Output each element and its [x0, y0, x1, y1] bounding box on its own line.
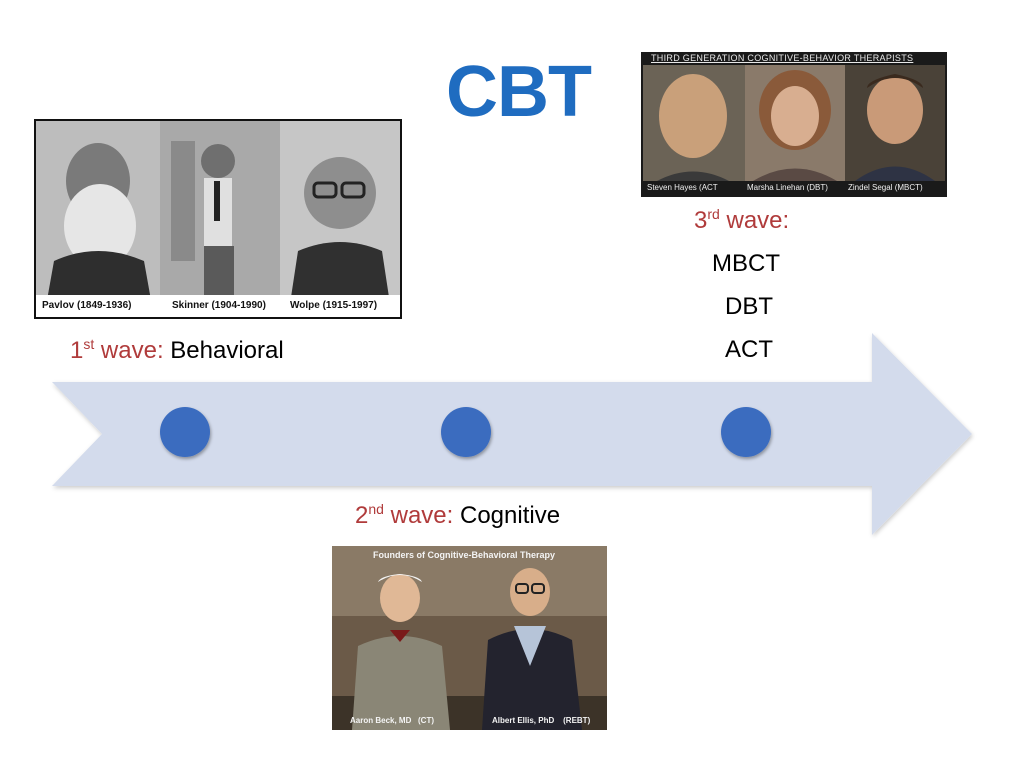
behavioral-pioneers-photo: Pavlov (1849-1936) Skinner (1904-1990) W… [34, 119, 402, 319]
timeline-dot-3 [721, 407, 771, 457]
second-wave-name: Cognitive [459, 502, 561, 529]
third-wave-word: wave: [726, 207, 790, 234]
therapy-act: ACT [725, 336, 773, 363]
cognitive-founders-photo: Founders of Cognitive-Behavioral Therapy… [332, 546, 607, 730]
third-generation-photo: THIRD GENERATION COGNITIVE-BEHAVIOR THER… [641, 52, 947, 197]
first-wave-label: 1st wave: Behavioral [70, 337, 284, 363]
third-wave-number: 3 [694, 207, 708, 234]
third-wave-label: 3rd wave: [694, 207, 789, 233]
ellis-caption: Albert Ellis, PhD (REBT) [492, 716, 591, 725]
second-wave-number: 2 [355, 502, 369, 529]
first-wave-word: wave: [100, 337, 164, 364]
therapy-mbct: MBCT [712, 250, 780, 277]
second-wave-word: wave: [390, 502, 454, 529]
first-wave-suffix: st [83, 336, 95, 352]
second-wave-suffix: nd [368, 501, 384, 517]
hayes-caption: Steven Hayes (ACT [647, 183, 718, 192]
first-wave-number: 1 [70, 337, 84, 364]
slide-title: CBT [446, 52, 592, 132]
linehan-caption: Marsha Linehan (DBT) [747, 183, 828, 192]
third-generation-header: THIRD GENERATION COGNITIVE-BEHAVIOR THER… [651, 53, 914, 63]
timeline-dot-2 [441, 407, 491, 457]
therapy-dbt: DBT [725, 293, 773, 320]
second-wave-label: 2nd wave: Cognitive [355, 502, 560, 528]
first-wave-name: Behavioral [170, 337, 284, 364]
beck-caption: Aaron Beck, MD (CT) [350, 716, 435, 725]
arrow-shape [52, 333, 972, 535]
cognitive-founders-header: Founders of Cognitive-Behavioral Therapy [373, 550, 556, 560]
segal-caption: Zindel Segal (MBCT) [848, 183, 923, 192]
pavlov-caption: Pavlov (1849-1936) [42, 300, 132, 311]
wolpe-caption: Wolpe (1915-1997) [290, 300, 378, 311]
timeline-dot-1 [160, 407, 210, 457]
third-wave-suffix: rd [707, 206, 720, 222]
skinner-caption: Skinner (1904-1990) [172, 300, 266, 311]
